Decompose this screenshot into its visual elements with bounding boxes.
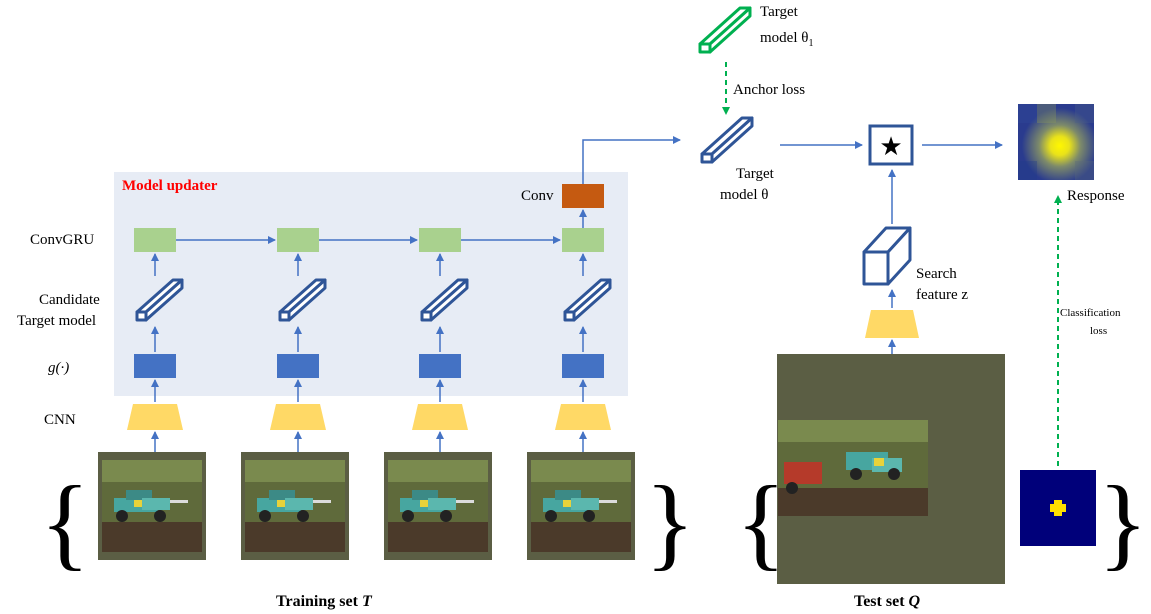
candidate-prism-3 — [420, 278, 469, 322]
convgru-block — [419, 228, 461, 252]
training-image — [527, 452, 635, 560]
convgru-label: ConvGRU — [30, 232, 94, 248]
response-label: Response — [1067, 188, 1125, 204]
candidate-label-line1: Candidate — [39, 292, 100, 308]
candidate-label-line2: Target model — [17, 313, 96, 329]
anchor-loss-label: Anchor loss — [733, 82, 805, 98]
target-model-theta-label-line2: model θ — [720, 187, 768, 203]
cnn-trapezoid — [555, 404, 611, 430]
candidate-prism-2 — [278, 278, 327, 322]
classification-loss-label-line2: loss — [1090, 325, 1107, 337]
target-model-theta1-label-line1: Target — [760, 4, 799, 20]
classification-loss-label-line1: Classification — [1060, 307, 1121, 319]
test-set-label: Test set Q — [854, 593, 921, 610]
cnn-trapezoid — [412, 404, 468, 430]
convgru-block — [134, 228, 176, 252]
training-image — [98, 452, 206, 560]
search-feature-label-line1: Search — [916, 266, 957, 282]
conv-block — [562, 184, 604, 208]
candidate-prism-4 — [563, 278, 612, 322]
training-set-label: Training set T — [276, 593, 373, 610]
candidate-prism-1 — [135, 278, 184, 322]
response-map — [1018, 104, 1094, 180]
target-model-theta-label-line1: Target — [736, 166, 775, 182]
training-image — [241, 452, 349, 560]
g-block — [277, 354, 319, 378]
model-updater-title: Model updater — [122, 178, 218, 194]
convgru-block — [277, 228, 319, 252]
cnn-trapezoid — [127, 404, 183, 430]
response-map-blocks — [1018, 104, 1094, 180]
training-image — [384, 452, 492, 560]
target-model-theta-prism — [700, 116, 754, 164]
search-feature-label-line2: feature z — [916, 287, 968, 303]
cnn-label: CNN — [44, 412, 76, 428]
g-function-label: g(·) — [48, 360, 69, 376]
correlation-box — [868, 124, 914, 166]
label-map-peak — [1050, 500, 1066, 516]
training-set-open-brace: { — [40, 465, 90, 580]
test-set-close-brace: } — [1098, 465, 1148, 580]
model-updater-panel — [114, 172, 628, 396]
conv-label: Conv — [521, 188, 554, 204]
g-block — [419, 354, 461, 378]
g-block — [134, 354, 176, 378]
training-set-close-brace: } — [645, 465, 695, 580]
search-feature-cube — [862, 226, 912, 286]
test-image-scene — [778, 420, 928, 516]
target-model-theta1-prism — [698, 6, 752, 54]
cnn-trapezoid — [270, 404, 326, 430]
correlation-star: ★ — [879, 132, 902, 161]
g-block — [562, 354, 604, 378]
conv-to-target-model-arrow — [582, 136, 681, 184]
search-cnn-trapezoid — [865, 310, 919, 338]
convgru-block — [562, 228, 604, 252]
target-model-theta1-label-line2: model θ1 — [760, 30, 813, 49]
